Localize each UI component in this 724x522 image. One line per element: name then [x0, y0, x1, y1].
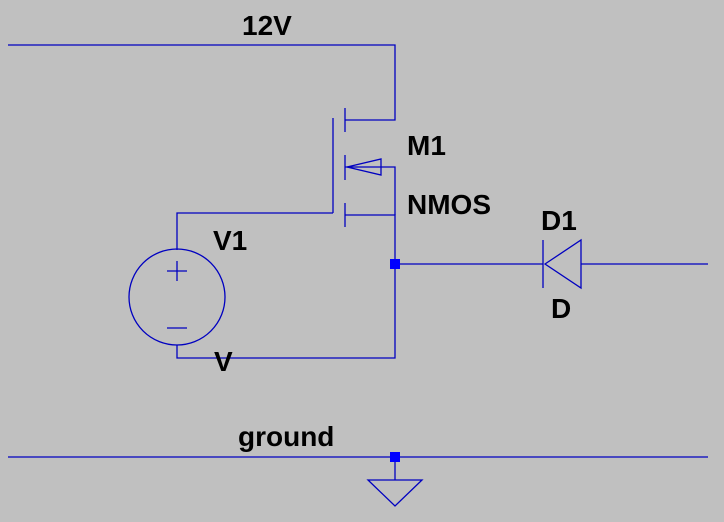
- label-mosfet-ref: M1: [407, 130, 446, 161]
- ground-symbol: [366, 479, 424, 507]
- diode-triangle: [543, 238, 582, 290]
- label-12v: 12V: [242, 10, 292, 41]
- label-diode-ref: D1: [541, 205, 577, 236]
- label-mosfet-model: NMOS: [407, 189, 491, 220]
- label-diode-model: D: [551, 293, 571, 324]
- mosfet-body-arrow: [346, 158, 382, 176]
- wire-12v-net: [8, 44, 396, 121]
- diode-d1-symbol: [542, 238, 582, 290]
- label-source-ref: V1: [213, 225, 247, 256]
- mosfet-m1-symbol: [332, 108, 396, 227]
- label-ground: ground: [238, 421, 334, 452]
- label-source-value: V: [214, 346, 233, 377]
- wire-source-node: [176, 214, 396, 359]
- voltage-source-body: [128, 248, 226, 346]
- junction-ground: [390, 452, 400, 462]
- wire-gate: [176, 212, 333, 250]
- junction-source-node: [390, 259, 400, 269]
- voltage-source-v1-symbol: [128, 248, 226, 346]
- mosfet-body-lead: [345, 166, 396, 215]
